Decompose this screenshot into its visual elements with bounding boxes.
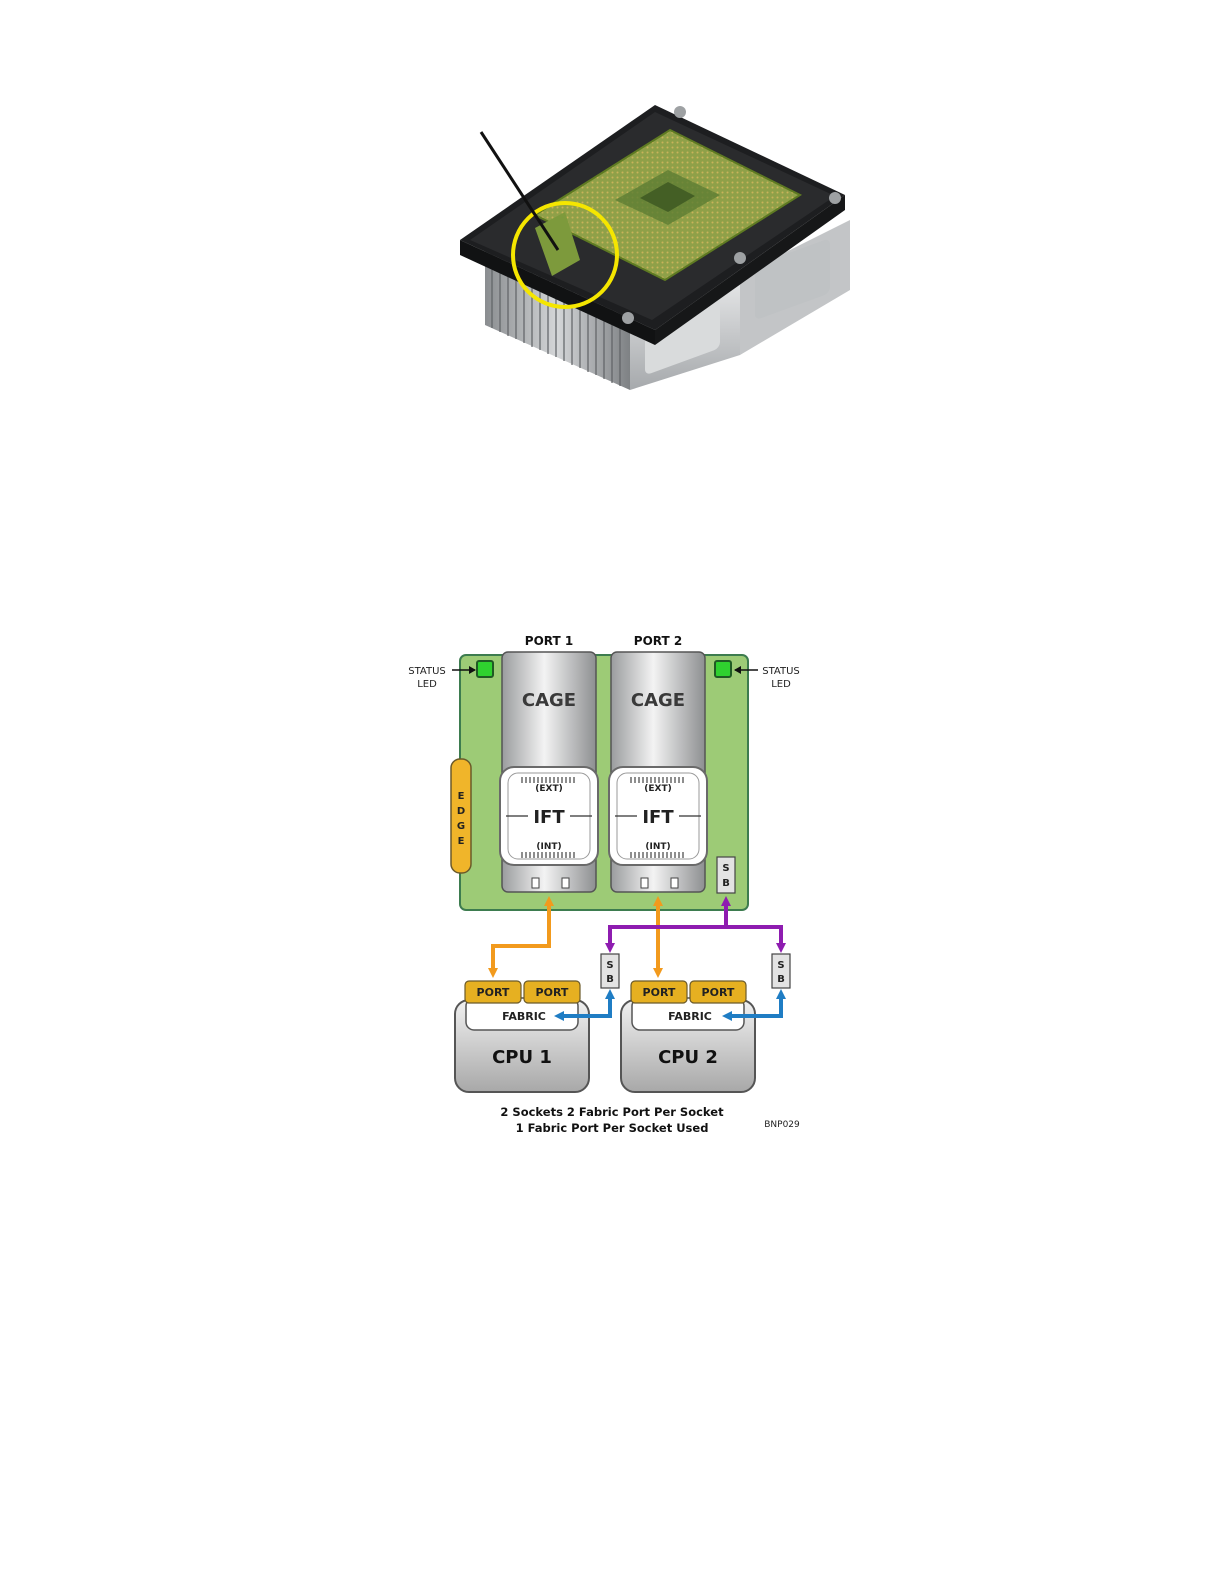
cpu1-package: PORT PORT FABRIC CPU 1 <box>455 981 589 1092</box>
status-led-right <box>715 661 731 677</box>
sb-letter: B <box>777 974 785 985</box>
status-label-left: STATUS <box>408 666 446 677</box>
ift-label: IFT <box>533 807 565 828</box>
processor-heatsink-photo <box>440 100 860 420</box>
fabric-label: FABRIC <box>668 1010 712 1023</box>
cage-label: CAGE <box>631 690 685 711</box>
fabric-connection-diagram: PORT 1 PORT 2 STATUS LED STATUS LED E D … <box>390 625 820 1145</box>
status-label-left-led: LED <box>417 679 437 690</box>
sideband-connector-board: S B <box>717 857 735 893</box>
cpu-port-label: PORT <box>477 986 510 999</box>
edge-letter: E <box>458 836 465 847</box>
cage-label: CAGE <box>522 690 576 711</box>
sideband-connector-cpu1: S B <box>601 954 619 988</box>
sb-letter: S <box>606 960 613 971</box>
edge-letter: G <box>457 821 465 832</box>
ext-label: (EXT) <box>535 784 562 794</box>
sb-letter: S <box>777 960 784 971</box>
cpu-port-label: PORT <box>536 986 569 999</box>
sideband-connector-cpu2: S B <box>772 954 790 988</box>
cage-port2: CAGE (EXT) IFT (INT) <box>609 652 707 892</box>
port2-label: PORT 2 <box>634 634 682 648</box>
cpu-port-label: PORT <box>702 986 735 999</box>
sb-letter: S <box>722 863 729 874</box>
caption-line1: 2 Sockets 2 Fabric Port Per Socket <box>500 1105 724 1119</box>
cpu2-package: PORT PORT FABRIC CPU 2 <box>621 981 755 1092</box>
status-led-left <box>477 661 493 677</box>
status-label-right: STATUS <box>762 666 800 677</box>
cpu-port-label: PORT <box>643 986 676 999</box>
edge-letter: E <box>458 791 465 802</box>
caption-line2: 1 Fabric Port Per Socket Used <box>516 1121 709 1135</box>
sb-letter: B <box>722 878 730 889</box>
fabric-label: FABRIC <box>502 1010 546 1023</box>
port1-label: PORT 1 <box>525 634 573 648</box>
ift-label: IFT <box>642 807 674 828</box>
edge-letter: D <box>457 806 465 817</box>
cage-port1: CAGE (EXT) IFT (INT) <box>500 652 598 892</box>
cpu1-label: CPU 1 <box>492 1047 552 1068</box>
int-label: (INT) <box>645 842 670 852</box>
status-label-right-led: LED <box>771 679 791 690</box>
ext-label: (EXT) <box>644 784 671 794</box>
int-label: (INT) <box>536 842 561 852</box>
cpu2-label: CPU 2 <box>658 1047 718 1068</box>
sb-letter: B <box>606 974 614 985</box>
figure-id: BNP029 <box>764 1120 800 1130</box>
